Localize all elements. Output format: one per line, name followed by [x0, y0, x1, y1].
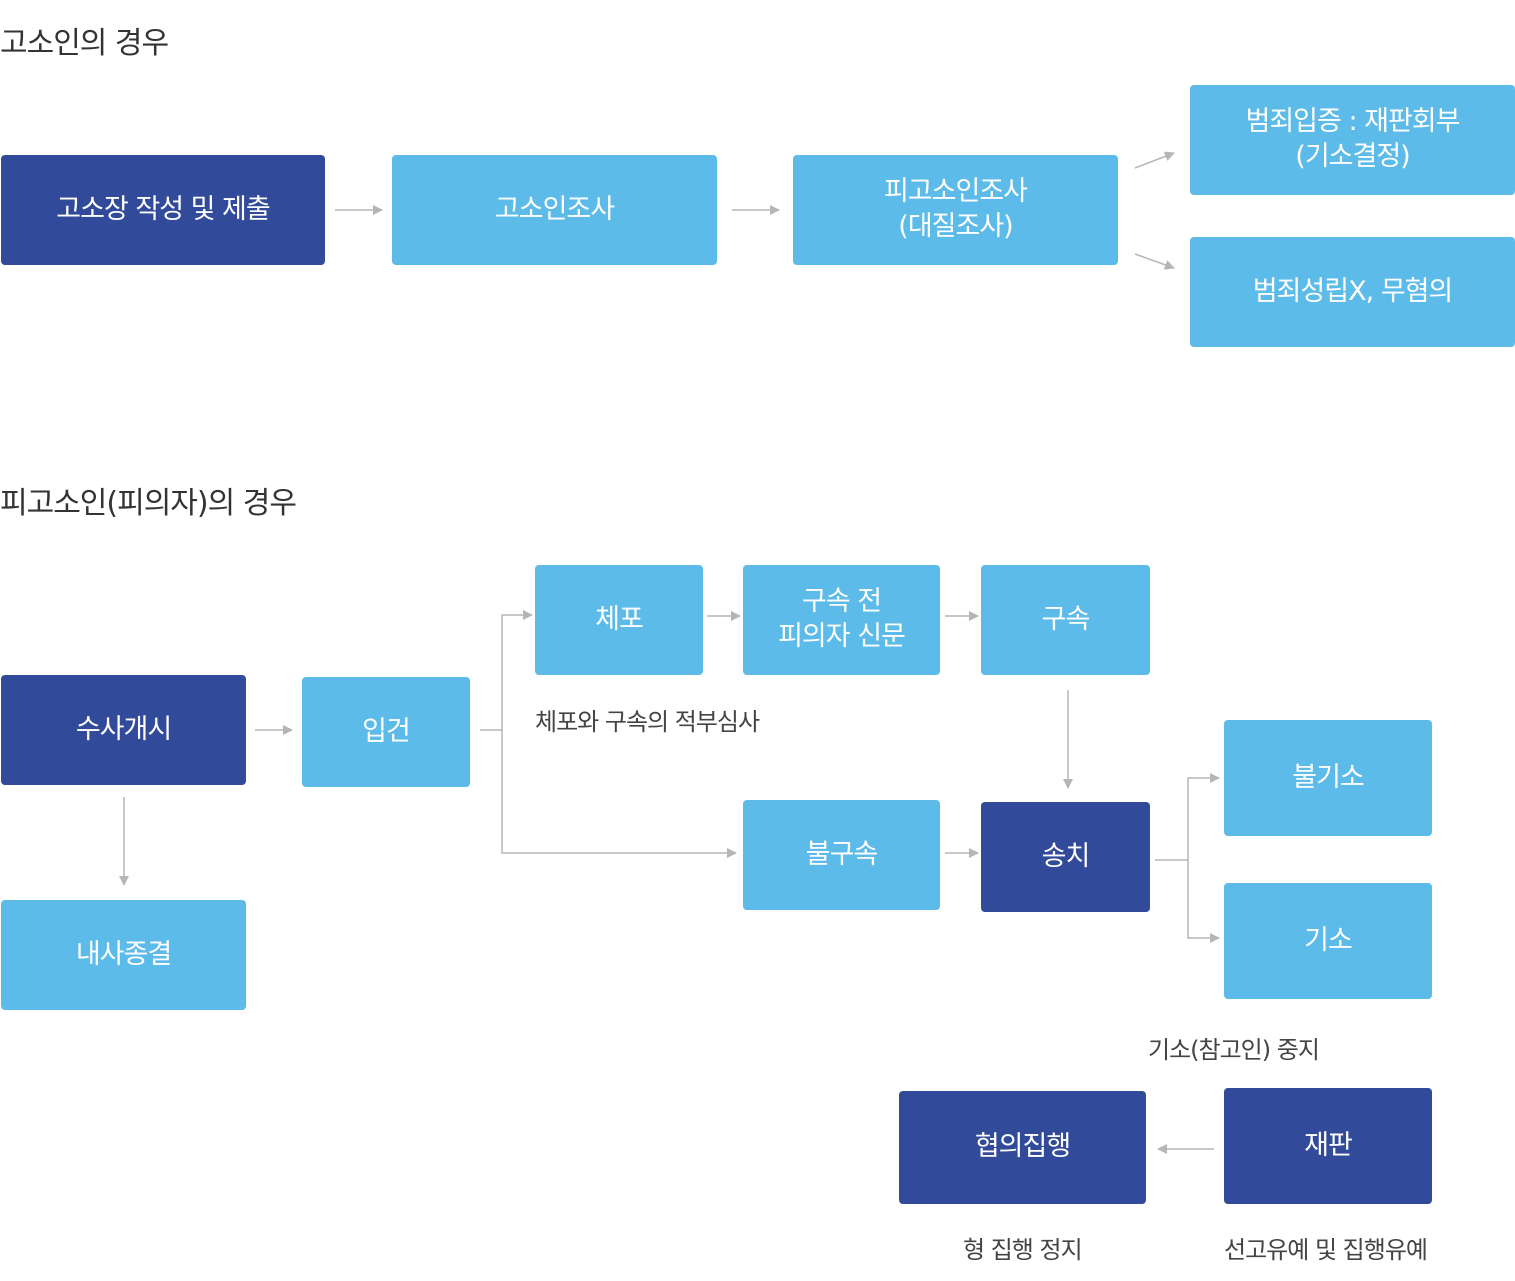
consultation-execution-label: 협의집행: [974, 1131, 1071, 1163]
arrest-label: 체포: [595, 603, 644, 635]
probation-note: 선고유예 및 집행유예: [1224, 1236, 1428, 1264]
arrest-review-note: 체포와 구속의 적부심사: [535, 708, 760, 736]
trial-label: 재판: [1304, 1129, 1353, 1161]
consultation-execution-box: 협의집행: [899, 1091, 1146, 1204]
case-registration-label: 입건: [362, 715, 411, 747]
connector-referral-branch: [1155, 773, 1220, 861]
no-detention-box: 불구속: [743, 800, 940, 910]
pre-detention-interrogation-label-line2: 피의자 신문: [778, 621, 906, 652]
arrow-accused-to-not-established: [1134, 253, 1175, 270]
non-indictment-box: 불기소: [1224, 720, 1432, 836]
crime-not-established-box: 범죄성립X, 무혐의: [1190, 237, 1515, 347]
file-complaint-box: 고소장 작성 및 제출: [1, 155, 325, 265]
non-indictment-label: 불기소: [1292, 761, 1365, 793]
connector-registration-to-no-detention: [501, 730, 737, 858]
crime-proven-label-line2: (기소결정): [1295, 141, 1410, 172]
sentence-suspension-note: 형 집행 정지: [963, 1236, 1083, 1264]
pre-detention-interrogation-box: 구속 전 피의자 신문: [743, 565, 940, 675]
pre-detention-interrogation-label-line1: 구속 전: [801, 586, 882, 618]
accused-investigation-label-line2: (대질조사): [898, 211, 1013, 242]
accused-section-heading: 피고소인(피의자)의 경우: [0, 486, 297, 521]
crime-proven-box: 범죄입증 : 재판회부 (기소결정): [1190, 85, 1515, 195]
complainant-investigation-label: 고소인조사: [494, 193, 615, 225]
no-detention-label: 불구속: [805, 838, 879, 870]
referral-label: 송치: [1041, 840, 1091, 872]
indictment-box: 기소: [1224, 883, 1432, 999]
crime-not-established-label: 범죄성립X, 무혐의: [1252, 275, 1454, 307]
referral-box: 송치: [981, 802, 1150, 912]
case-registration-box: 입건: [302, 677, 470, 787]
connector-referral-to-indictment: [1187, 860, 1220, 943]
internal-closure-label: 내사종결: [75, 938, 172, 970]
accused-investigation-label-line1: 피고소인조사: [883, 176, 1028, 208]
file-complaint-label: 고소장 작성 및 제출: [56, 193, 270, 225]
internal-closure-box: 내사종결: [1, 900, 246, 1010]
detention-box: 구속: [981, 565, 1150, 675]
trial-box: 재판: [1224, 1088, 1432, 1204]
investigation-start-box: 수사개시: [1, 675, 246, 785]
investigation-start-label: 수사개시: [75, 713, 172, 745]
accused-investigation-box: 피고소인조사 (대질조사): [793, 155, 1118, 265]
indictment-label: 기소: [1304, 924, 1353, 956]
complainant-section-heading: 고소인의 경우: [0, 26, 169, 61]
indictment-suspension-note: 기소(참고인) 중지: [1148, 1036, 1320, 1064]
detention-label: 구속: [1041, 603, 1091, 635]
arrest-box: 체포: [535, 565, 703, 675]
complainant-investigation-box: 고소인조사: [392, 155, 717, 265]
connector-registration-branch: [480, 610, 533, 731]
arrow-accused-to-proven: [1134, 151, 1175, 169]
crime-proven-label-line1: 범죄입증 : 재판회부: [1245, 106, 1461, 138]
